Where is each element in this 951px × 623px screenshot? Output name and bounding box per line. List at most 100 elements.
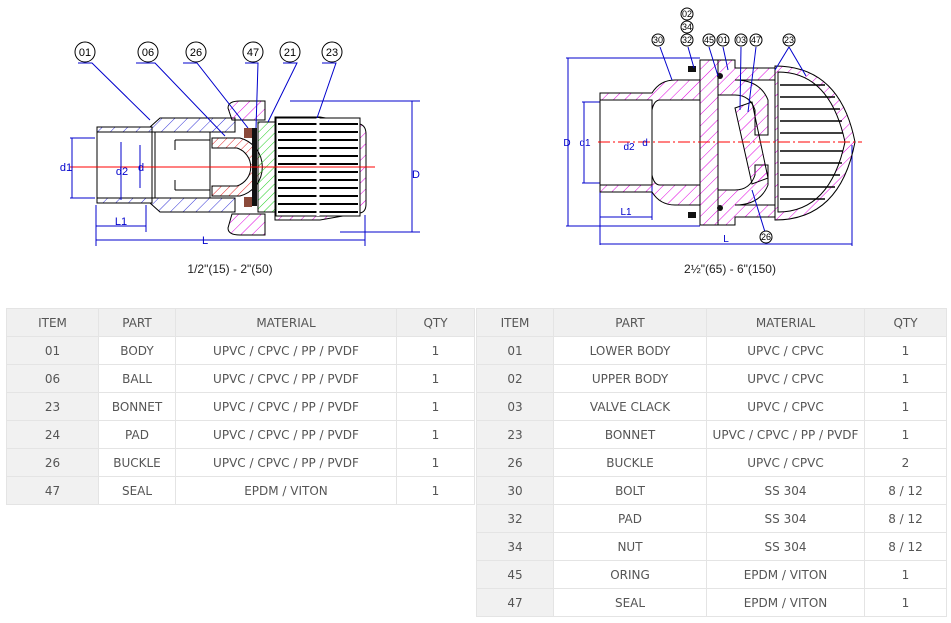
cell-part: ORING: [553, 560, 707, 589]
cell-material: UPVC / CPVC / PP / PVDF: [175, 364, 397, 393]
header-part: PART: [553, 308, 707, 337]
cell-item: 45: [476, 560, 554, 589]
callout-06: 06: [142, 47, 154, 59]
cell-qty: 1: [864, 392, 947, 421]
bonnet-part-23: [274, 116, 367, 221]
callout-01: 01: [718, 35, 728, 45]
cell-item: 01: [6, 336, 99, 365]
header-item: ITEM: [476, 308, 554, 337]
buckle-part-26: [244, 128, 252, 138]
callout-23: 23: [326, 47, 338, 59]
bonnet-part-23: [774, 65, 856, 221]
bolt-nut: [688, 66, 696, 72]
cell-qty: 8 / 12: [864, 532, 947, 561]
small-valve-drawing: d1 d2 d L1 L D 01 06 26 47 21 23: [60, 41, 420, 247]
cell-part: PAD: [553, 504, 707, 533]
cell-item: 23: [476, 420, 554, 449]
large-valve-drawing: D d1 d2 d L1 L 02 34 32 30 45 01 03 47: [563, 7, 862, 246]
cell-material: EPDM / VITON: [706, 560, 865, 589]
header-material: MATERIAL: [175, 308, 397, 337]
cell-item: 24: [6, 420, 99, 449]
ball-part-06: [211, 137, 263, 197]
cell-part: NUT: [553, 532, 707, 561]
header-part: PART: [98, 308, 176, 337]
cell-material: UPVC / CPVC: [706, 364, 865, 393]
callout-45: 45: [704, 35, 714, 45]
callout-47: 47: [751, 35, 761, 45]
valve-clack-part-03: [734, 101, 769, 185]
cell-qty: 8 / 12: [864, 476, 947, 505]
large-valve-caption: 2½"(65) - 6"(150): [684, 262, 776, 276]
cell-part: SEAL: [98, 476, 176, 505]
oring-part-45: [717, 73, 723, 79]
callout-23: 23: [784, 35, 794, 45]
large-dim-d-label: D: [563, 138, 570, 149]
table-header-row: ITEM PART MATERIAL QTY: [6, 308, 475, 337]
cell-part: UPPER BODY: [553, 364, 707, 393]
cell-qty: 1: [864, 588, 947, 617]
dim-d1-label: d1: [60, 162, 72, 174]
cell-part: BONNET: [98, 392, 176, 421]
dim-l-label: L: [202, 235, 208, 247]
callout-21: 21: [284, 47, 296, 59]
cell-part: BOLT: [553, 476, 707, 505]
cell-part: PAD: [98, 420, 176, 449]
cell-material: SS 304: [706, 504, 865, 533]
callout-26: 26: [190, 47, 202, 59]
header-item: ITEM: [6, 308, 99, 337]
cell-item: 01: [476, 336, 554, 365]
cell-material: EPDM / VITON: [175, 476, 397, 505]
cell-part: BONNET: [553, 420, 707, 449]
cell-item: 02: [476, 364, 554, 393]
callout-01: 01: [79, 47, 91, 59]
dimension-lines: [70, 100, 420, 246]
dim-l1-label: L1: [115, 216, 127, 228]
cell-qty: 1: [396, 392, 475, 421]
cell-part: SEAL: [553, 588, 707, 617]
dim-d2-label: d2: [116, 166, 128, 178]
large-dim-l1-label: L1: [620, 207, 632, 218]
callout-34: 34: [682, 22, 692, 32]
callout-47: 47: [247, 47, 259, 59]
cell-part: LOWER BODY: [553, 336, 707, 365]
cell-material: UPVC / CPVC: [706, 336, 865, 365]
cell-item: 03: [476, 392, 554, 421]
cell-material: UPVC / CPVC: [706, 448, 865, 477]
cell-qty: 1: [864, 336, 947, 365]
cell-part: BALL: [98, 364, 176, 393]
callout-32: 32: [682, 35, 692, 45]
cell-item: 30: [476, 476, 554, 505]
large-dim-d2-label: d2: [623, 142, 635, 153]
cell-part: BODY: [98, 336, 176, 365]
small-callouts: 01 06 26 47 21 23: [74, 41, 343, 63]
callout-26: 26: [761, 232, 771, 242]
large-dimension-lines: [566, 57, 853, 246]
header-qty: QTY: [396, 308, 475, 337]
cell-item: 26: [476, 448, 554, 477]
cell-item: 23: [6, 392, 99, 421]
cell-material: UPVC / CPVC / PP / PVDF: [175, 336, 397, 365]
cell-qty: 1: [864, 560, 947, 589]
large-dim-l-label: L: [723, 234, 729, 245]
cell-item: 06: [6, 364, 99, 393]
large-dim-d1-label: d1: [579, 138, 591, 149]
large-callouts: 02 34 32 30 45 01 03 47 23 26: [651, 7, 796, 244]
callout-02: 02: [682, 9, 692, 19]
cell-material: SS 304: [706, 476, 865, 505]
cell-part: VALVE CLACK: [553, 392, 707, 421]
